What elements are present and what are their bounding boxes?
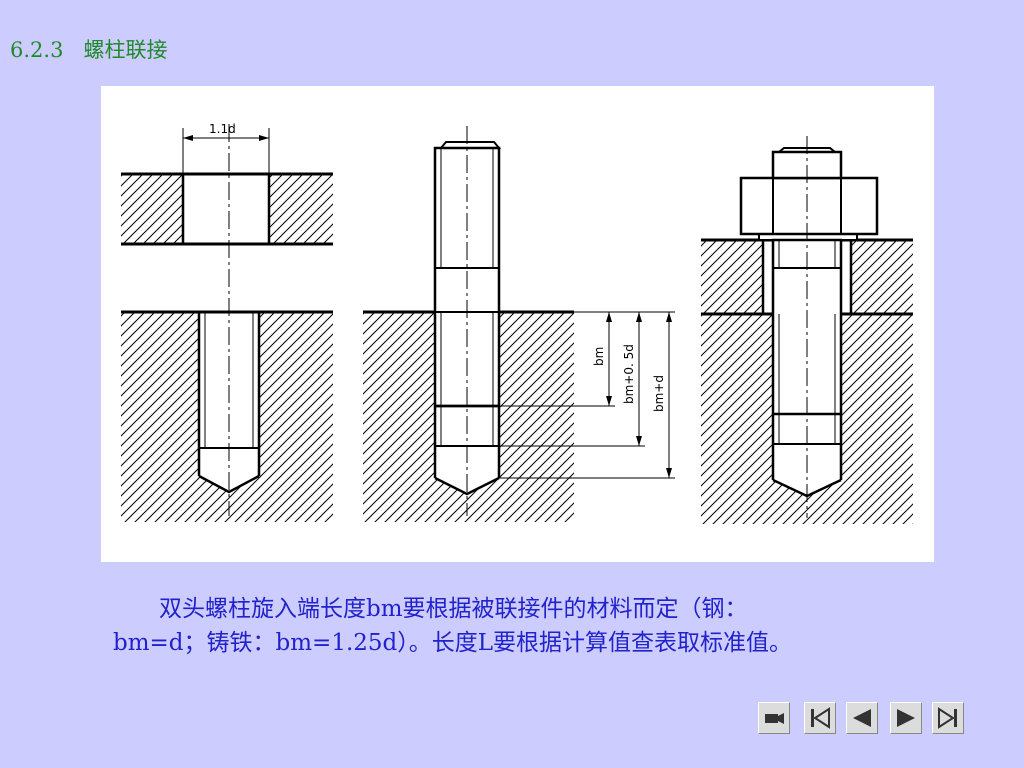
prev-slide-button[interactable] (846, 702, 878, 734)
right-view (701, 136, 913, 524)
next-slide-button[interactable] (890, 702, 922, 734)
middle-view: bm bm+0. 5d bm+d (363, 126, 675, 522)
caption-line-2: bm=d；铸铁：bm=1.25d）。长度L要根据计算值查表取标准值。 (113, 630, 793, 656)
first-icon (811, 707, 830, 729)
stud-connection-figure: 1.1d (101, 86, 934, 562)
last-icon (938, 707, 957, 729)
camera-button[interactable] (758, 702, 790, 734)
caption-line-1: 双头螺柱旋入端长度bm要根据被联接件的材料而定（钢： (113, 596, 748, 622)
prev-icon (853, 709, 871, 727)
dim-label-1-1d: 1.1d (209, 122, 236, 136)
left-view: 1.1d (121, 122, 333, 522)
stud-drawing: 1.1d (121, 122, 913, 524)
next-icon (897, 709, 915, 727)
dim-label-bm: bm (592, 347, 606, 366)
caption-text: 双头螺柱旋入端长度bm要根据被联接件的材料而定（钢： bm=d；铸铁：bm=1.… (113, 592, 973, 660)
camera-icon (765, 713, 784, 724)
dim-label-bm-d: bm+d (652, 375, 666, 412)
dim-label-bm-half-d: bm+0. 5d (622, 344, 636, 404)
first-slide-button[interactable] (804, 702, 836, 734)
last-slide-button[interactable] (932, 702, 964, 734)
slide-title: 6.2.3 螺柱联接 (10, 38, 168, 62)
